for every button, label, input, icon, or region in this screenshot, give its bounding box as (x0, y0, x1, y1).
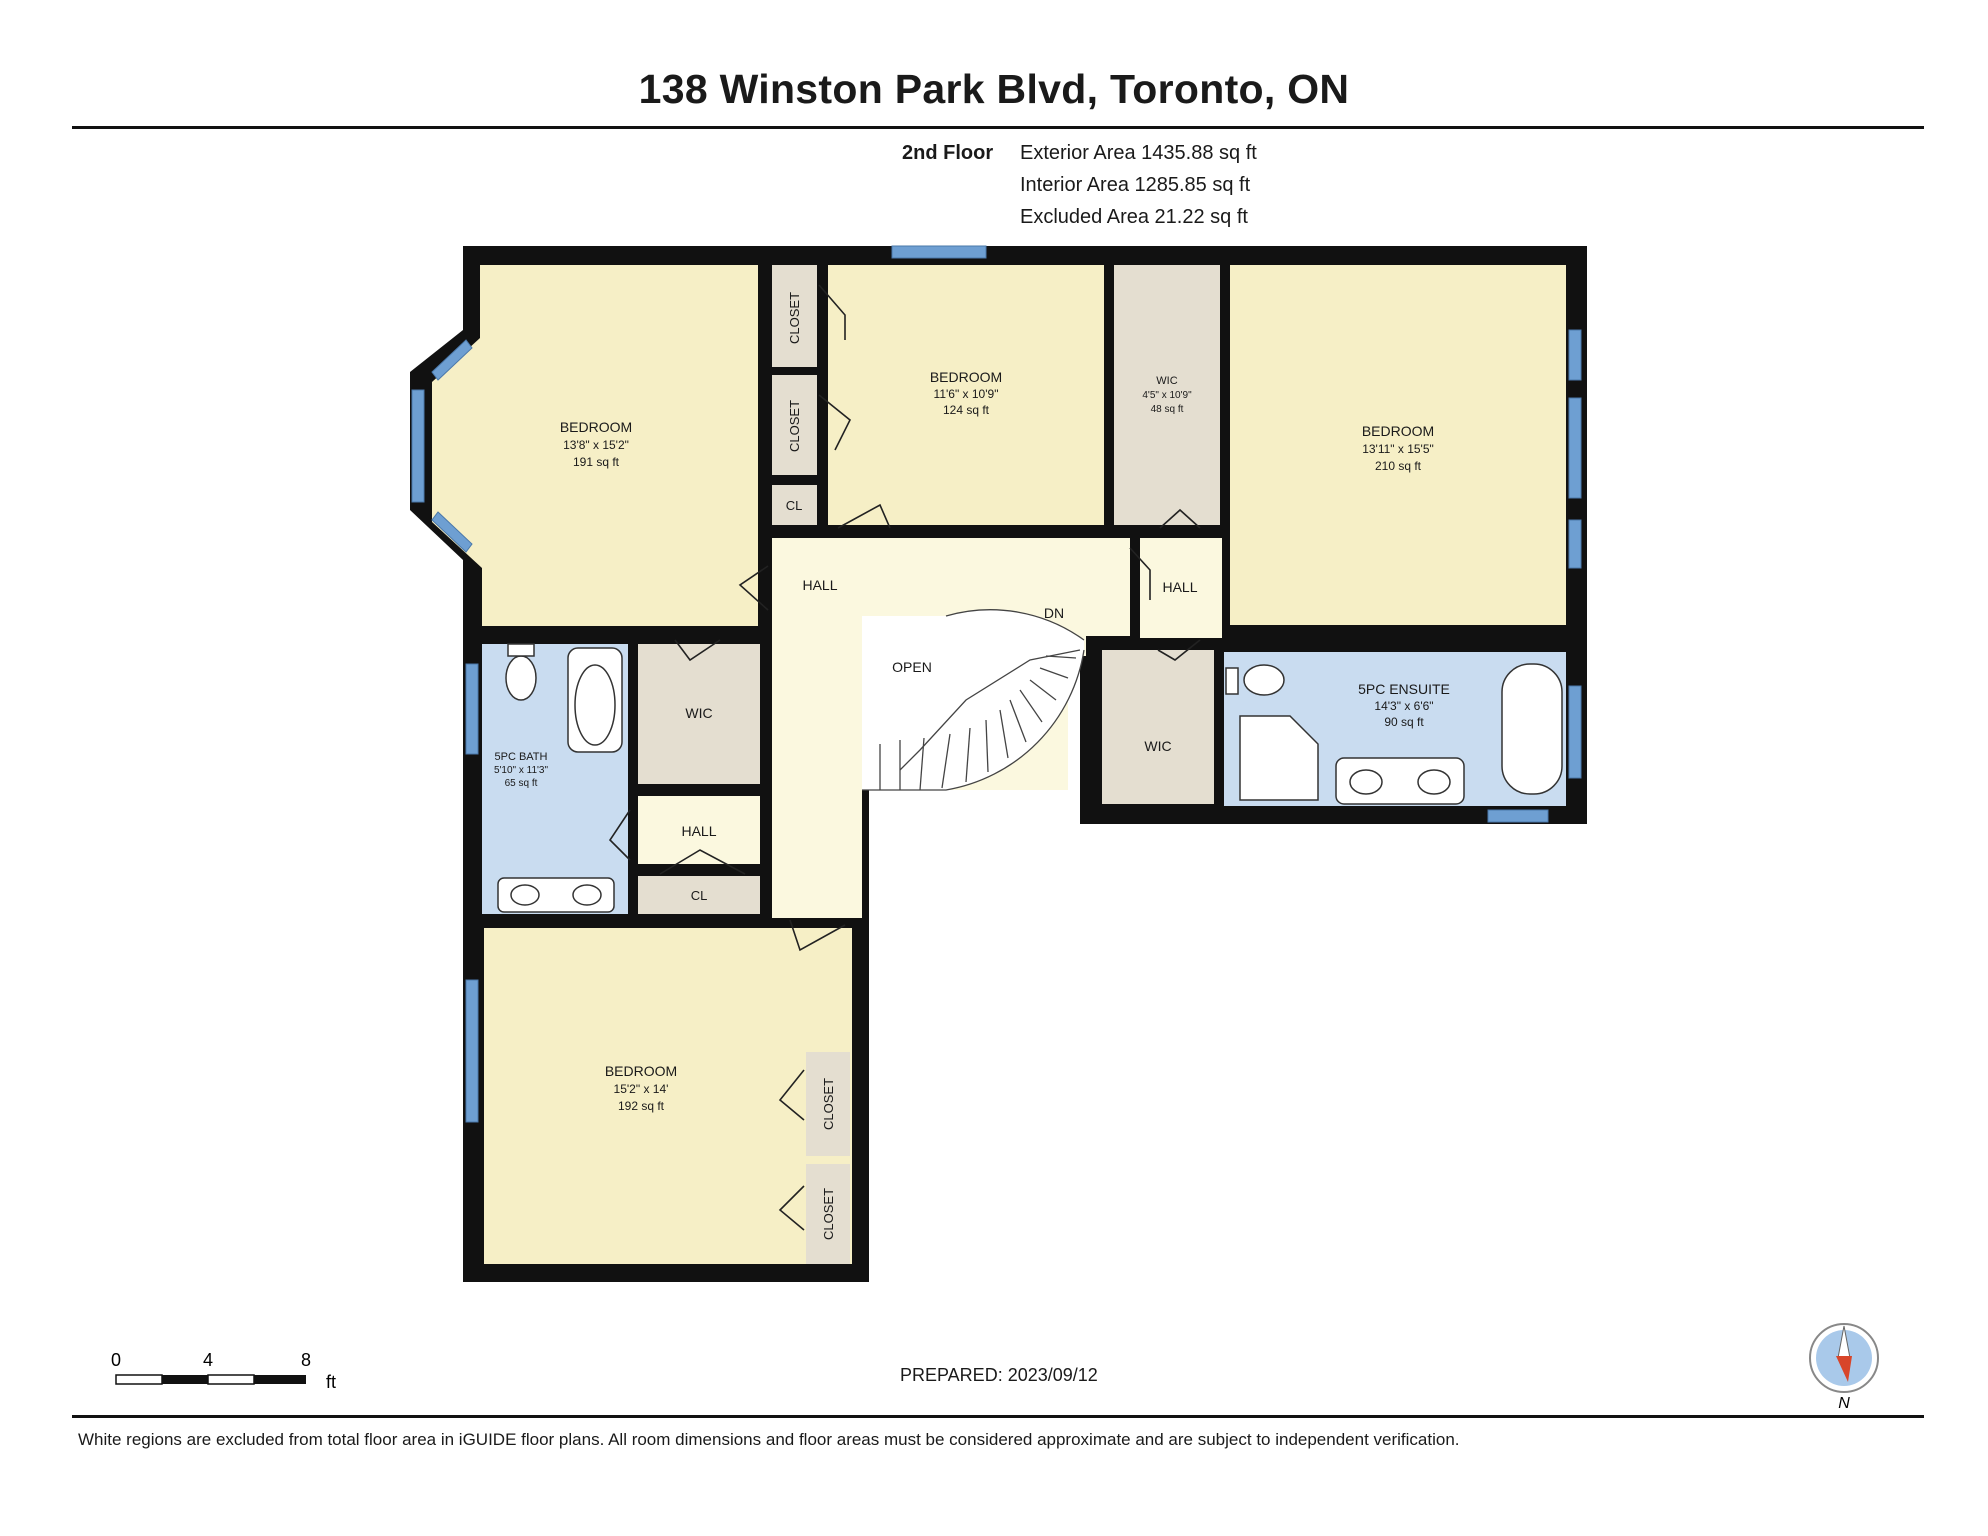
dims-bedroom-n: 11'6" x 10'9" (934, 387, 999, 401)
closet-1 (772, 265, 817, 367)
label-bedroom-n: BEDROOM (930, 369, 1002, 385)
label-closet-2: CLOSET (787, 400, 802, 452)
closet-2 (772, 375, 817, 475)
toilet-bath (505, 655, 537, 701)
shower-ensuite (1239, 715, 1319, 801)
closet-3 (806, 1052, 850, 1156)
footer-divider (72, 1415, 1924, 1418)
scale-tick-0: 0 (111, 1350, 121, 1370)
bedroom-nw (432, 265, 758, 626)
door-swings (608, 284, 1201, 1231)
label-open: OPEN (892, 659, 932, 675)
tub-ensuite (1501, 663, 1563, 795)
cl-small (638, 876, 760, 914)
hall-small (638, 796, 760, 864)
label-dn: DN (1044, 605, 1064, 621)
scale-tick-8: 8 (301, 1350, 311, 1370)
area-wic-n: 48 sq ft (1151, 404, 1184, 415)
prepared-date: PREPARED: 2023/09/12 (900, 1365, 1098, 1385)
dims-ensuite: 14'3" x 6'6" (1374, 699, 1433, 713)
stairs (862, 609, 1085, 791)
excluded-area: Excluded Area 21.22 sq ft (1020, 206, 1248, 228)
exterior-area: Exterior Area 1435.88 sq ft (1020, 142, 1257, 164)
area-bedroom-ne: 210 sq ft (1375, 459, 1422, 473)
page-title: 138 Winston Park Blvd, Toronto, ON (638, 66, 1350, 112)
bedroom-n (828, 265, 1104, 525)
area-bedroom-sw: 192 sq ft (618, 1099, 665, 1113)
compass-label: N (1838, 1395, 1850, 1412)
area-ensuite: 90 sq ft (1384, 715, 1424, 729)
toilet-ensuite (1243, 664, 1285, 696)
area-bedroom-nw: 191 sq ft (573, 455, 620, 469)
label-closet-1: CLOSET (787, 292, 802, 344)
cl-top (772, 485, 817, 525)
label-wic-right: WIC (1144, 738, 1171, 754)
scale-bar: 0 4 8 ft (111, 1350, 336, 1392)
label-bedroom-ne: BEDROOM (1362, 423, 1434, 439)
dims-bedroom-ne: 13'11" x 15'5" (1362, 442, 1434, 456)
label-closet-4: CLOSET (821, 1188, 836, 1240)
dims-wic-n: 4'5" x 10'9" (1142, 390, 1192, 401)
label-hall-small: HALL (681, 823, 716, 839)
stair-open (862, 609, 1084, 790)
hall-right (1140, 538, 1222, 638)
room-labels: BEDROOM 13'8" x 15'2" 191 sq ft BEDROOM … (494, 292, 1450, 1240)
wic-n (1114, 265, 1220, 525)
dims-bath: 5'10" x 11'3" (494, 765, 549, 776)
fixtures (497, 643, 1563, 913)
north-arrow-icon: N (1809, 1323, 1879, 1412)
label-bedroom-nw: BEDROOM (560, 419, 632, 435)
footer-disclaimer: White regions are excluded from total fl… (78, 1430, 1460, 1449)
wic-right (1102, 650, 1214, 804)
scale-tick-4: 4 (203, 1350, 213, 1370)
scale-unit: ft (326, 1372, 336, 1392)
floor-label: 2nd Floor (902, 142, 994, 164)
bedroom-ne (1230, 265, 1566, 625)
label-bedroom-sw: BEDROOM (605, 1063, 677, 1079)
dims-bedroom-nw: 13'8" x 15'2" (563, 438, 629, 452)
label-hall-main: HALL (802, 577, 837, 593)
area-bedroom-n: 124 sq ft (943, 403, 990, 417)
header-divider (72, 126, 1924, 129)
label-wic-n: WIC (1156, 375, 1177, 387)
wic-mid (638, 644, 760, 784)
label-cl-top: CL (786, 498, 803, 513)
dims-bedroom-sw: 15'2" x 14' (614, 1082, 669, 1096)
windows (411, 245, 1582, 1123)
label-cl-small: CL (691, 888, 708, 903)
label-ensuite: 5PC ENSUITE (1358, 681, 1450, 697)
area-bath: 65 sq ft (505, 778, 538, 789)
label-wic-mid: WIC (685, 705, 712, 721)
closet-4 (806, 1164, 850, 1264)
bedroom-sw (484, 928, 852, 1264)
interior-area: Interior Area 1285.85 sq ft (1020, 174, 1251, 196)
label-hall-right: HALL (1162, 579, 1197, 595)
label-bath: 5PC BATH (495, 751, 548, 763)
room-fills (432, 265, 1566, 1264)
label-closet-3: CLOSET (821, 1078, 836, 1130)
